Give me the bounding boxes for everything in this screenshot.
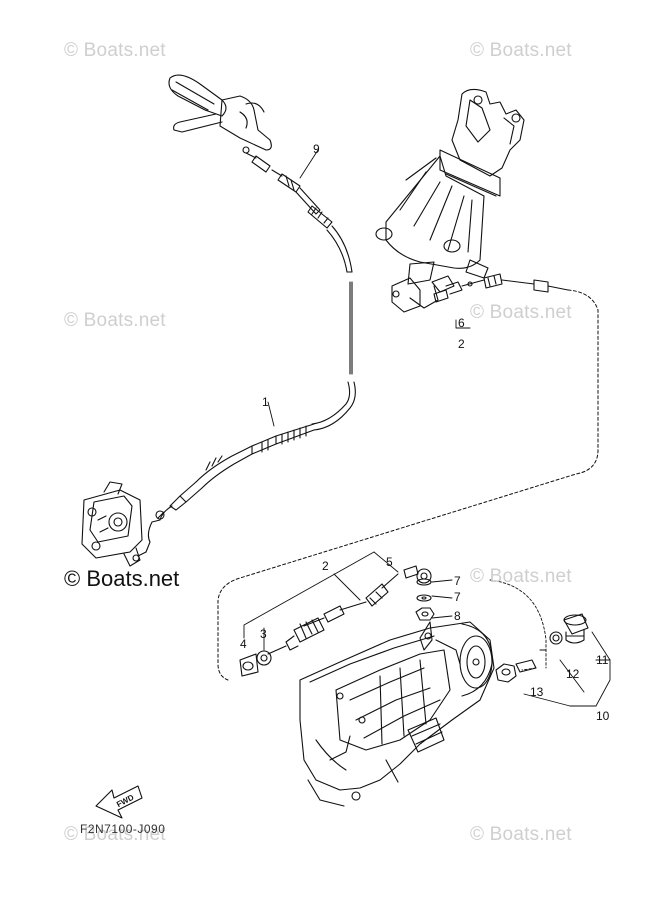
callout-3: 3 <box>260 627 267 641</box>
callout-6: 6 <box>458 316 465 330</box>
callout-leaders <box>243 149 611 707</box>
throttle-cable-lower <box>132 281 356 562</box>
watermark: © Boats.net <box>470 302 572 323</box>
callout-5: 5 <box>386 555 393 569</box>
watermark: © Boats.net <box>470 40 572 61</box>
callout-4: 4 <box>240 637 247 651</box>
watermark: © Boats.net <box>470 824 572 845</box>
callout-2: 2 <box>322 559 329 573</box>
callout-7: 7 <box>454 574 461 588</box>
cable-route <box>217 289 599 681</box>
callout-11: 11 <box>596 653 609 667</box>
steering-column <box>375 88 525 313</box>
callout-2: 2 <box>458 337 465 351</box>
callout-7: 7 <box>454 590 461 604</box>
callout-1: 1 <box>262 395 269 409</box>
assembly-guide <box>489 579 547 671</box>
callout-9: 9 <box>313 142 320 156</box>
callout-12: 12 <box>566 667 580 681</box>
handlebar-grip <box>168 74 272 151</box>
callout-13: 13 <box>530 685 544 699</box>
fwd-arrow-icon <box>95 785 143 819</box>
watermark: © Boats.net <box>64 824 166 845</box>
watermark-prominent: © Boats.net <box>64 566 180 591</box>
throttle-housing <box>81 481 143 567</box>
cable-joint-upper <box>431 273 569 303</box>
watermark: © Boats.net <box>470 566 572 587</box>
callout-10: 10 <box>596 709 610 723</box>
jet-pump-nozzle <box>299 621 495 807</box>
steering-cable-lower <box>239 565 432 677</box>
watermark: © Boats.net <box>64 40 166 61</box>
washers-nut <box>415 578 435 621</box>
callout-8: 8 <box>454 609 461 623</box>
throttle-cable-upper <box>242 146 353 273</box>
diagram-code: F2N7100-J090 <box>80 822 166 836</box>
watermark: © Boats.net <box>64 310 166 331</box>
